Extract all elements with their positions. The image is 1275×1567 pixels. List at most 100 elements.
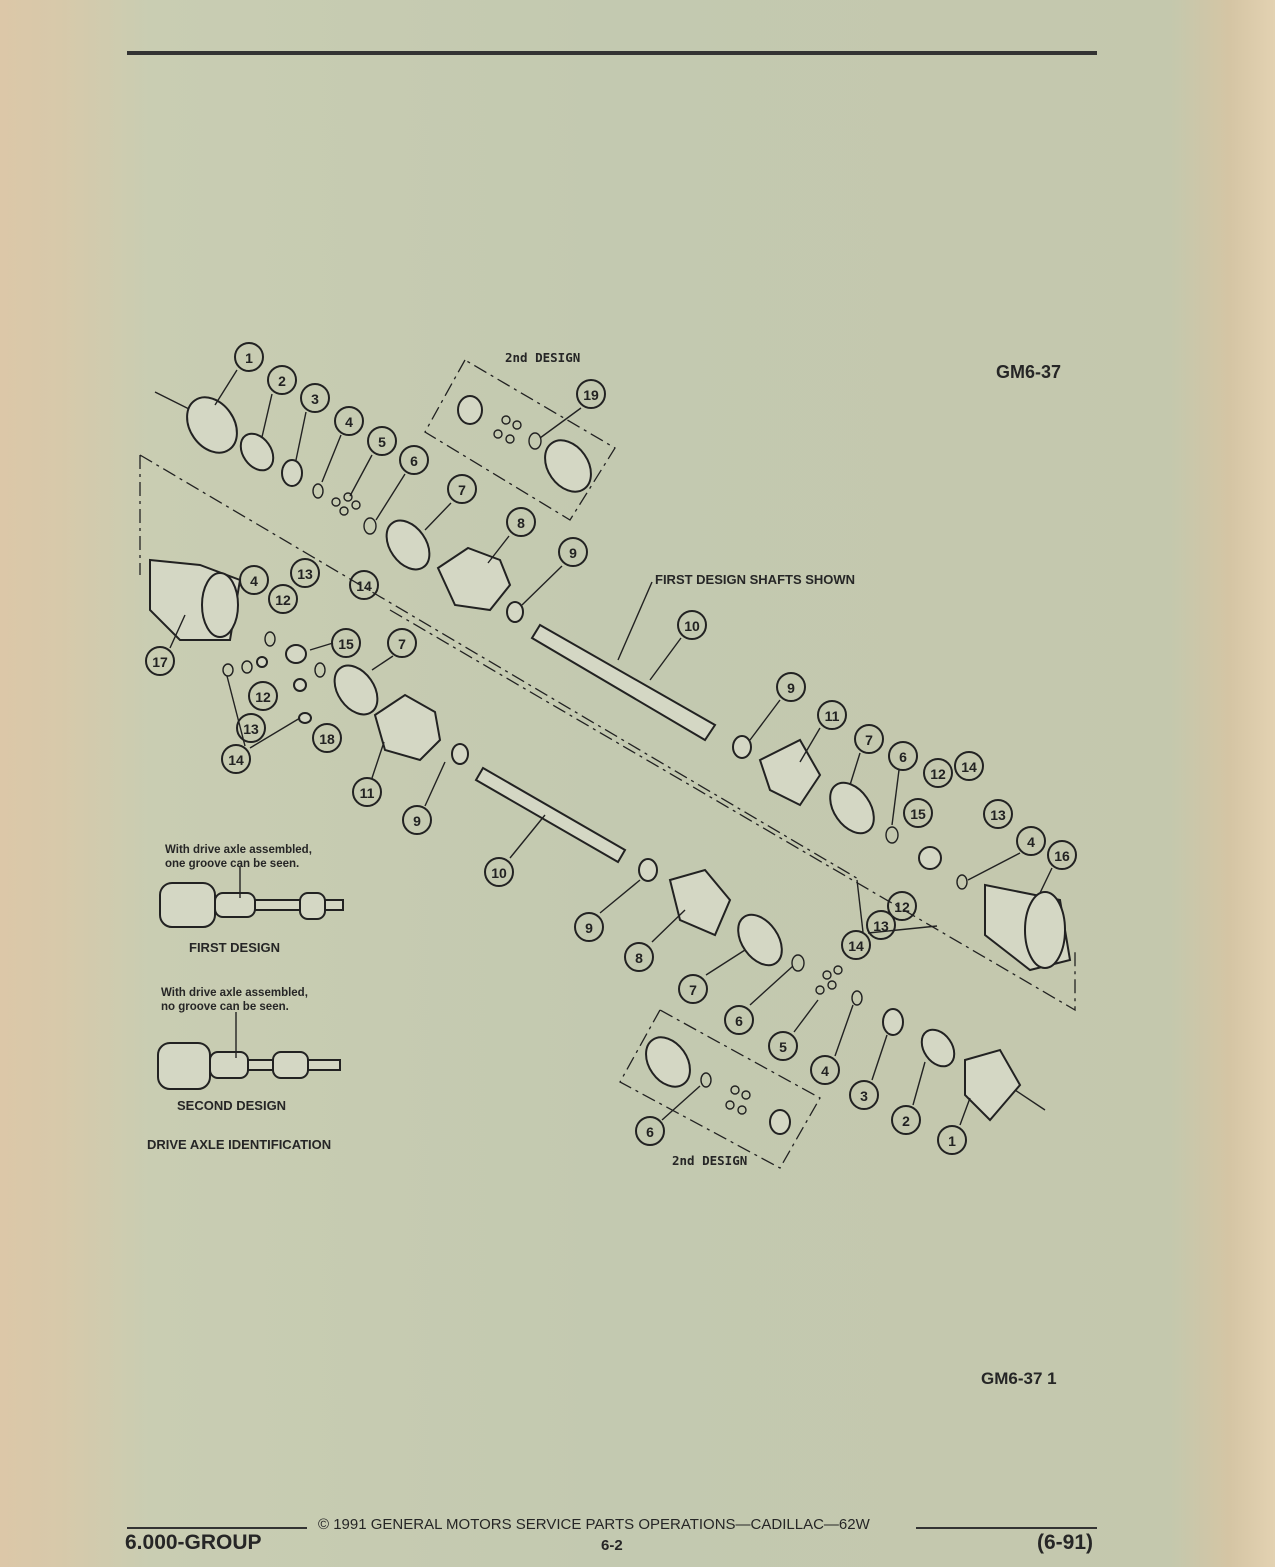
callout-18: 18 [312, 723, 342, 753]
figure-id: GM6-37 [996, 362, 1062, 382]
boundary-line-upper [139, 454, 861, 881]
callout-number: 11 [360, 785, 375, 801]
callout-8: 8 [624, 942, 654, 972]
callout-1: 1 [234, 342, 264, 372]
callout-number: 9 [585, 920, 593, 936]
inner-joint-parts-left [149, 558, 658, 882]
callout-number: 14 [848, 938, 864, 954]
callout-number: 14 [961, 759, 977, 775]
footer-page-number: 6-2 [601, 1537, 623, 1554]
callout-number: 1 [245, 350, 253, 366]
callout-7: 7 [447, 474, 477, 504]
footer-copyright: © 1991 GENERAL MOTORS SERVICE PARTS OPER… [318, 1516, 870, 1533]
callout-number: 13 [243, 721, 259, 737]
callout-4: 4 [1016, 826, 1046, 856]
first-design-shafts-label: FIRST DESIGN SHAFTS SHOWN [655, 572, 856, 587]
callout-number: 14 [356, 578, 372, 594]
callout-leader-lines [169, 369, 1053, 1126]
callout-3: 3 [849, 1080, 879, 1110]
callout-14: 14 [841, 930, 871, 960]
callout-9: 9 [776, 672, 806, 702]
callout-13: 13 [236, 713, 266, 743]
callout-12: 12 [923, 758, 953, 788]
second-design-caption: SECOND DESIGN [177, 1098, 287, 1113]
callout-14: 14 [349, 570, 379, 600]
callout-number: 11 [825, 708, 840, 724]
callout-number: 13 [873, 918, 889, 934]
callout-number: 9 [569, 545, 577, 561]
first-design-axle-sketch [159, 882, 344, 928]
callout-number: 8 [635, 950, 643, 966]
callout-number: 15 [910, 806, 926, 822]
callout-number: 3 [311, 391, 319, 407]
callout-2: 2 [267, 365, 297, 395]
callout-number: 16 [1054, 848, 1070, 864]
callout-number: 1 [948, 1133, 956, 1149]
callout-9: 9 [558, 537, 588, 567]
callout-number: 7 [865, 732, 873, 748]
first-design-note: With drive axle assembled, one groove ca… [165, 844, 312, 870]
callout-10: 10 [484, 857, 514, 887]
callout-number: 4 [821, 1063, 829, 1079]
second-design-label-lower: 2nd DESIGN [672, 1153, 748, 1168]
callout-number: 6 [735, 1013, 743, 1029]
callout-19: 19 [576, 379, 606, 409]
second-design-note: With drive axle assembled, no groove can… [161, 987, 308, 1013]
callout-number: 6 [646, 1124, 654, 1140]
callout-7: 7 [854, 724, 884, 754]
top-rule [127, 51, 1097, 55]
boundary-line-lower [389, 609, 1076, 1012]
callout-2: 2 [891, 1105, 921, 1135]
figure-id-footer: GM6-37 1 [981, 1369, 1057, 1388]
footer-group: 6.000-GROUP [125, 1531, 262, 1554]
callout-number: 4 [1027, 834, 1035, 850]
callout-number: 12 [894, 899, 910, 915]
callout-number: 7 [398, 636, 406, 652]
callout-number: 17 [152, 654, 168, 670]
first-design-caption: FIRST DESIGN [189, 940, 281, 955]
callout-number: 13 [297, 566, 313, 582]
callout-number: 5 [378, 434, 386, 450]
callout-number: 4 [250, 573, 258, 589]
upper-axle-parts [154, 391, 1072, 972]
callout-3: 3 [300, 383, 330, 413]
callout-5: 5 [768, 1031, 798, 1061]
callout-6: 6 [724, 1005, 754, 1035]
callout-7: 7 [678, 974, 708, 1004]
callout-4: 4 [810, 1055, 840, 1085]
callout-17: 17 [145, 646, 175, 676]
callout-7: 7 [387, 628, 417, 658]
callout-number: 2 [278, 373, 286, 389]
callout-6: 6 [635, 1116, 665, 1146]
callout-number: 9 [787, 680, 795, 696]
callout-number: 12 [255, 689, 271, 705]
callout-number: 19 [583, 387, 599, 403]
second-design-box-upper [424, 359, 616, 521]
callout-10: 10 [677, 610, 707, 640]
callout-5: 5 [367, 426, 397, 456]
callout-4: 4 [334, 406, 364, 436]
second-design-box-lower [619, 1009, 821, 1169]
identification-caption: DRIVE AXLE IDENTIFICATION [147, 1137, 332, 1152]
callout-number: 7 [458, 482, 466, 498]
callout-number: 9 [413, 813, 421, 829]
callout-11: 11 [817, 700, 847, 730]
callout-14: 14 [954, 751, 984, 781]
callout-12: 12 [887, 891, 917, 921]
callout-9: 9 [402, 805, 432, 835]
callout-13: 13 [866, 910, 896, 940]
callout-number: 2 [902, 1113, 910, 1129]
footer-rule-left [127, 1527, 307, 1529]
callout-6: 6 [399, 445, 429, 475]
footer-rule-right [916, 1527, 1097, 1529]
second-design-axle-sketch [157, 1012, 341, 1090]
callout-8: 8 [506, 507, 536, 537]
callout-4: 4 [239, 565, 269, 595]
callout-number: 6 [410, 453, 418, 469]
callout-number: 10 [491, 865, 507, 881]
callout-13: 13 [290, 558, 320, 588]
callout-number: 12 [275, 592, 291, 608]
callout-6: 6 [888, 741, 918, 771]
